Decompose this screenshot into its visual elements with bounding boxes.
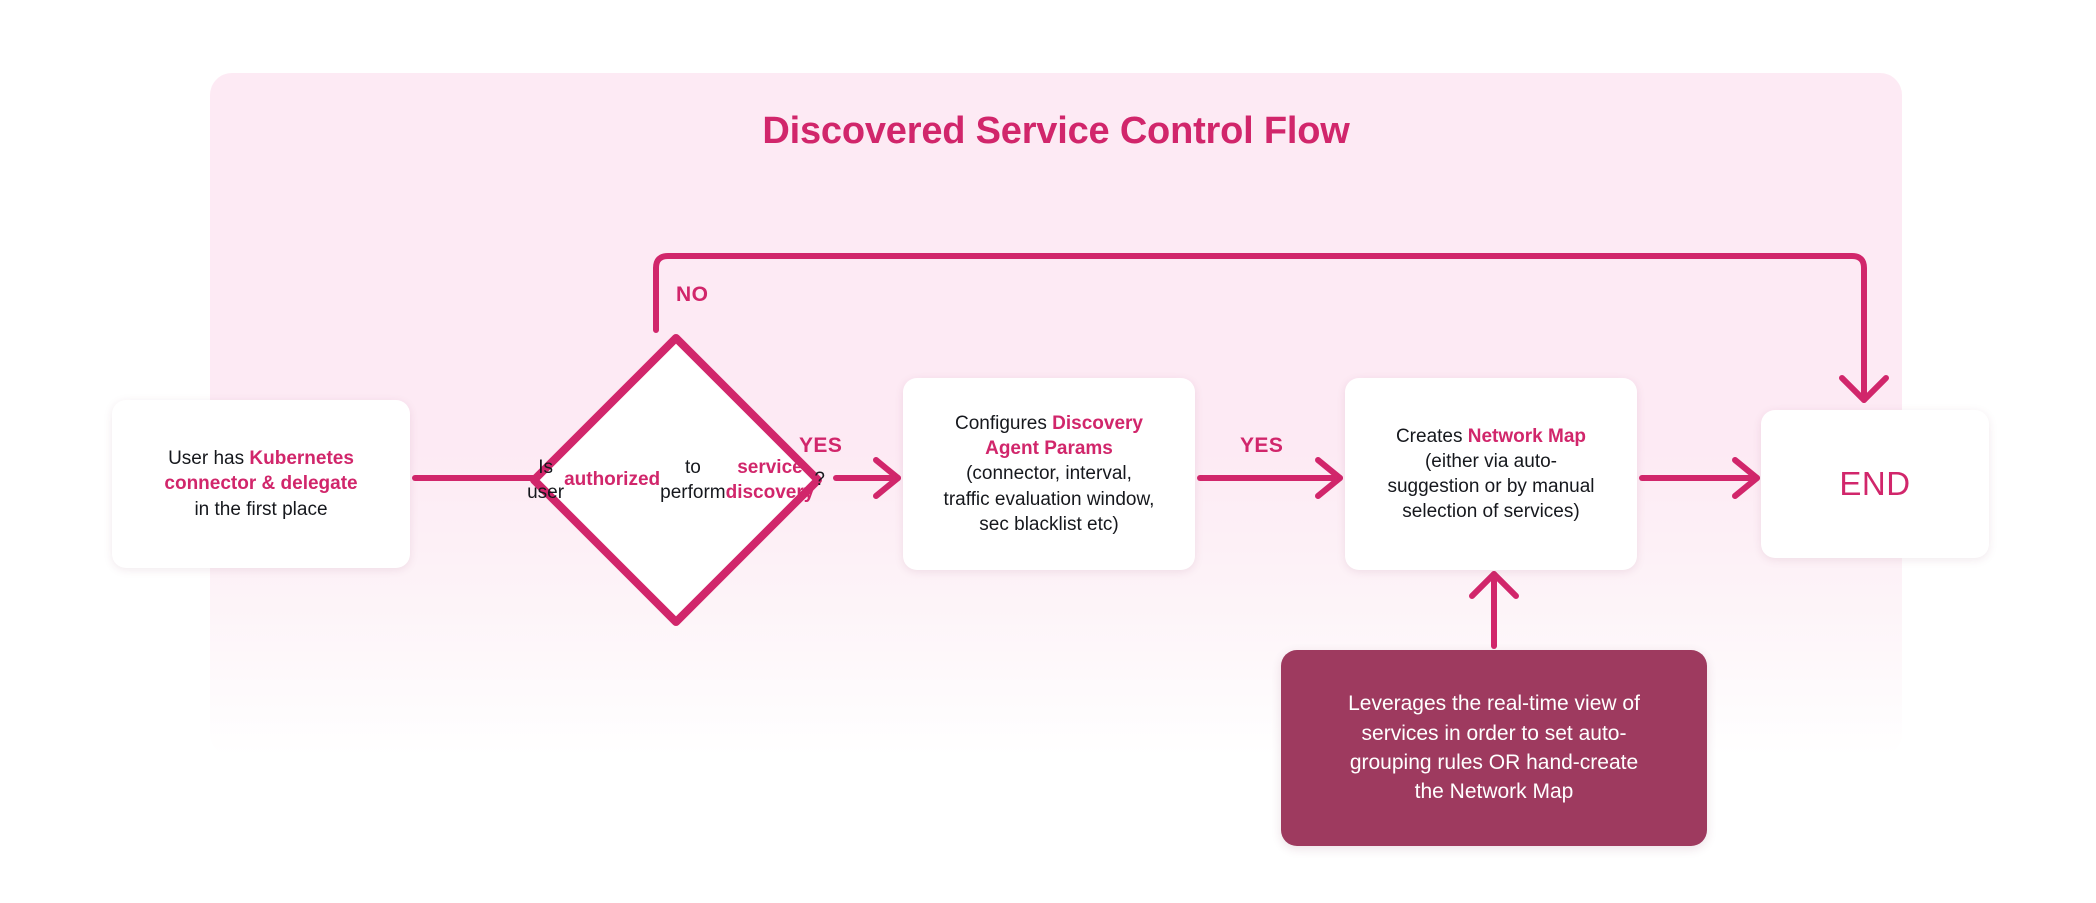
network-map-box[interactable]: Creates Network Map(either via auto-sugg… [1345, 378, 1637, 570]
edge-label-no: NO [676, 283, 709, 306]
page-title: Discovered Service Control Flow [762, 110, 1350, 152]
end-box-label: END [1839, 465, 1911, 503]
diamond-shape [530, 334, 822, 626]
end-box[interactable]: END [1761, 410, 1989, 558]
edge-label-yes-2: YES [1240, 434, 1284, 457]
edge-label-yes-1: YES [799, 434, 843, 457]
network-map-text: Creates Network Map(either via auto-sugg… [1387, 425, 1595, 523]
